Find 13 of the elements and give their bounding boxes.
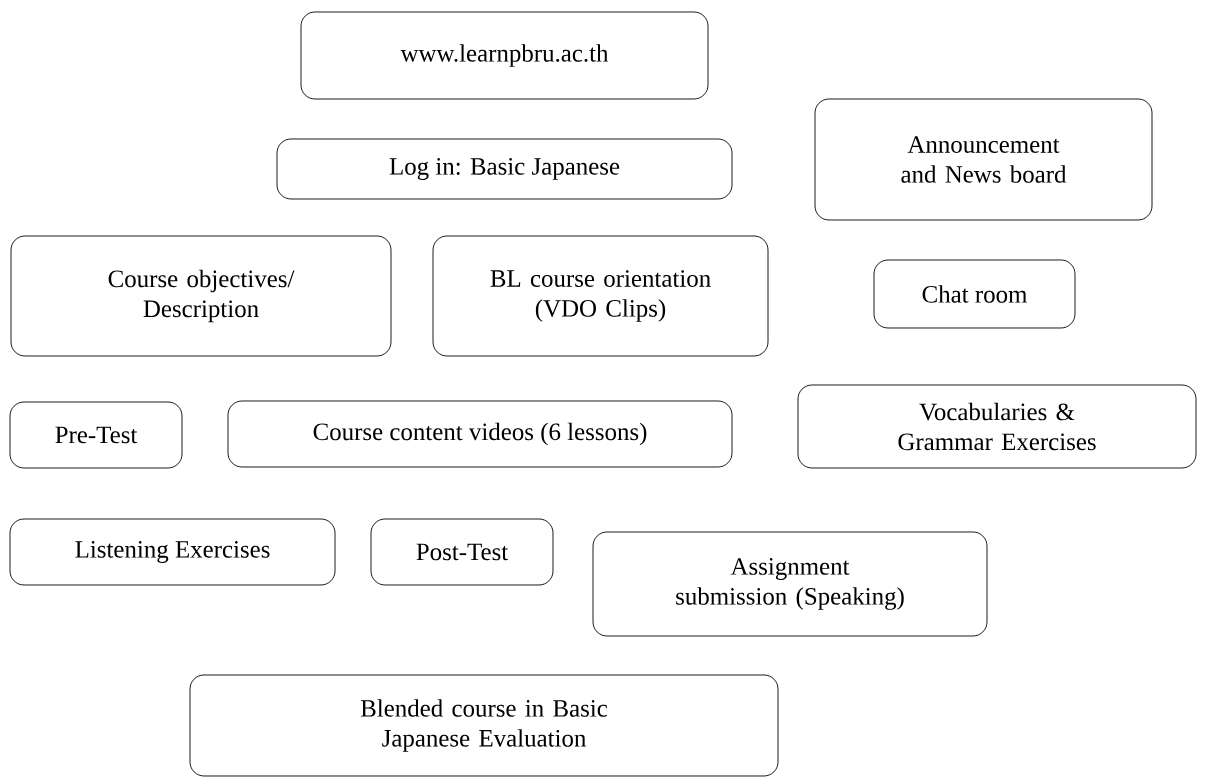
course-box: BL course orientation (VDO Clips) bbox=[432, 235, 769, 357]
course-box: Vocabularies & Grammar Exercises bbox=[797, 384, 1197, 469]
course-box: Assignment submission (Speaking) bbox=[592, 531, 988, 637]
course-box: Announcement and News board bbox=[814, 98, 1153, 221]
course-box: Course objectives/ Description bbox=[10, 235, 392, 357]
course-box: Pre-Test bbox=[9, 401, 183, 469]
course-box: Listening Exercises bbox=[9, 518, 336, 586]
course-box: Chat room bbox=[873, 259, 1076, 329]
course-box: Blended course in Basic Japanese Evaluation bbox=[189, 674, 779, 777]
course-box: www.learnpbru.ac.th bbox=[300, 11, 709, 100]
course-box: Post-Test bbox=[370, 518, 554, 586]
course-box: Log in: Basic Japanese bbox=[276, 138, 733, 200]
course-box: Course content videos (6 lessons) bbox=[227, 400, 733, 468]
